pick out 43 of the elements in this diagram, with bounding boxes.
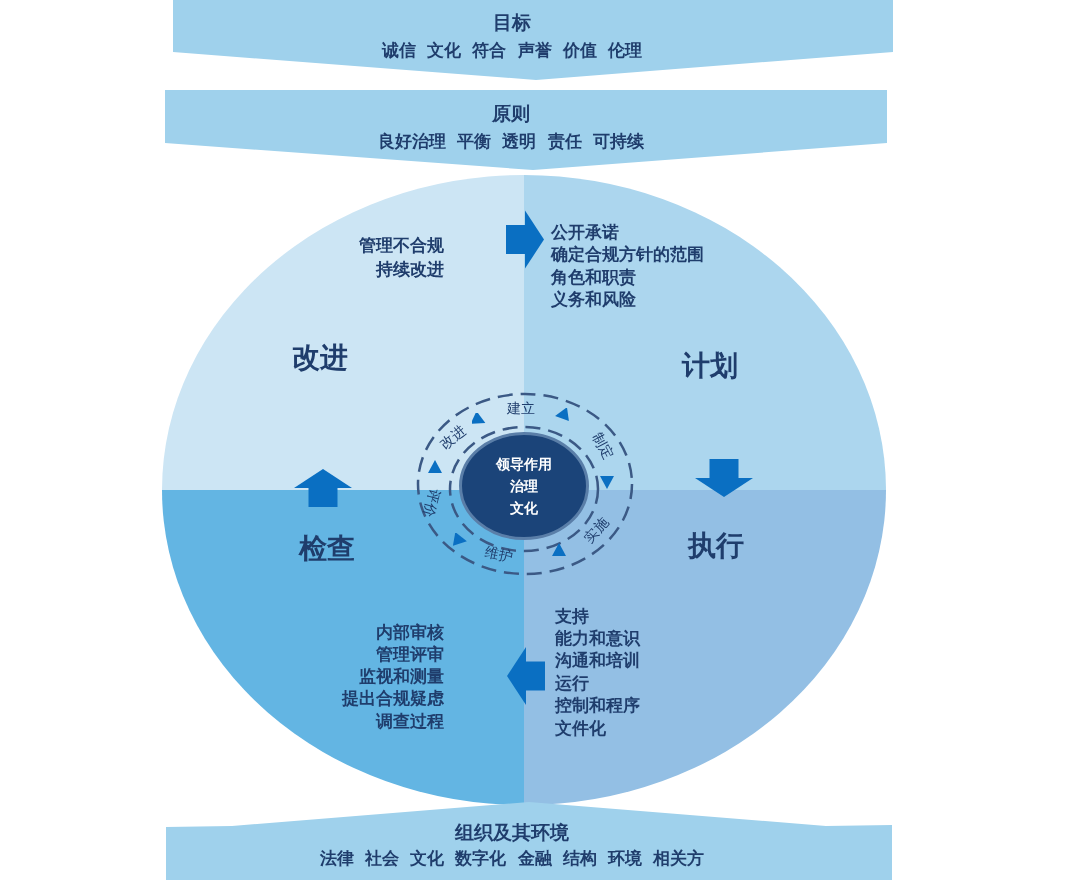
- ring-label: 制定: [589, 429, 617, 463]
- banner-title: 目标: [493, 10, 531, 34]
- ring-label: 维护: [483, 543, 515, 565]
- block-arrow: [506, 210, 544, 269]
- banner-text: 诚信 文化 符合 声誉 价值 伦理: [382, 39, 642, 61]
- list-item: 沟通和培训: [555, 650, 640, 672]
- list-item: 角色和职责: [551, 266, 636, 288]
- center-text: 治理: [510, 477, 538, 495]
- banner: [173, 0, 893, 80]
- list-item: 提出合规疑虑: [342, 688, 444, 710]
- banner: [165, 90, 887, 170]
- ring-label: 建立: [507, 400, 535, 416]
- list-item: 内部审核: [376, 621, 444, 643]
- quadrant-title: 执行: [688, 527, 744, 563]
- list-item: 文件化: [555, 717, 606, 739]
- block-arrow: [294, 469, 352, 507]
- banner-title: 原则: [492, 101, 530, 125]
- block-arrow: [507, 647, 545, 705]
- list-item: 运行: [555, 672, 589, 694]
- list-item: 义务和风险: [551, 289, 636, 311]
- list-item: 持续改进: [376, 258, 444, 280]
- list-item: 控制和程序: [555, 695, 640, 717]
- quadrant-title: 检查: [299, 530, 355, 566]
- list-item: 调查过程: [376, 710, 444, 732]
- banner-text: 良好治理 平衡 透明 责任 可持续: [378, 130, 644, 152]
- ring-label: 实施: [580, 514, 612, 546]
- banner-title: 组织及其环境: [455, 820, 569, 844]
- banner: [166, 802, 892, 880]
- list-item: 公开承诺: [551, 221, 619, 243]
- banner-text: 法律 社会 文化 数字化 金融 结构 环境 相关方: [320, 847, 704, 869]
- center-text: 领导作用: [496, 455, 552, 473]
- ring-label: 改进: [437, 421, 469, 453]
- list-item: 管理不合规: [359, 234, 444, 256]
- list-item: 确定合规方针的范围: [551, 244, 704, 266]
- list-item: 支持: [555, 605, 589, 627]
- list-item: 管理评审: [376, 643, 444, 665]
- quadrant-title: 改进: [292, 339, 348, 375]
- quadrant-title: 计划: [682, 347, 738, 383]
- center-text: 文化: [510, 499, 538, 517]
- ring-label: 评价: [420, 487, 444, 519]
- block-arrow: [695, 459, 753, 497]
- list-item: 能力和意识: [555, 627, 640, 649]
- list-item: 监视和测量: [359, 666, 444, 688]
